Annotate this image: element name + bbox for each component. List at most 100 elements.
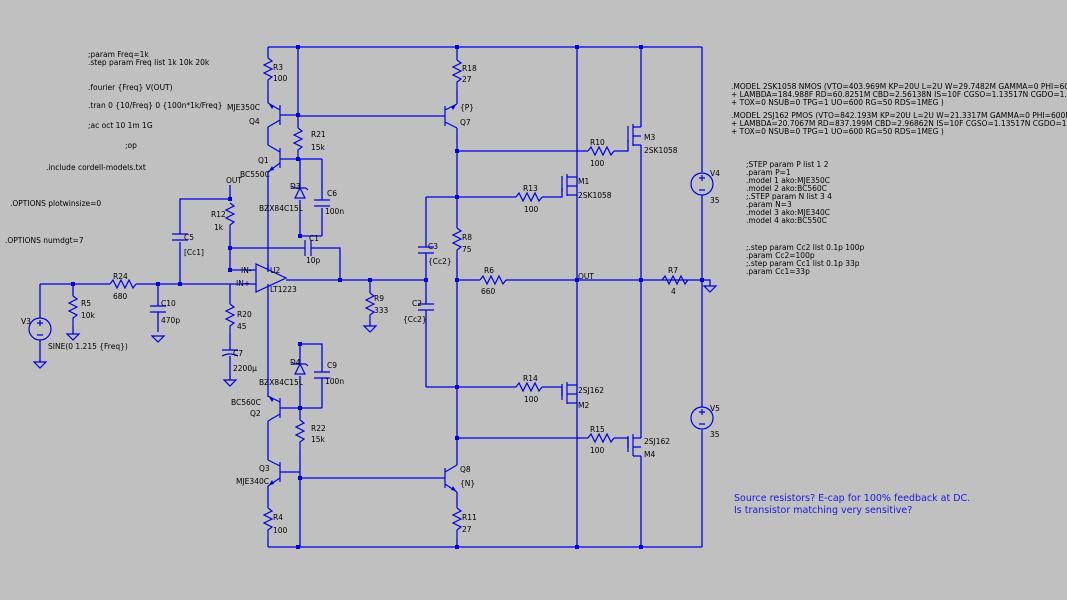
r13-ref: R13	[523, 184, 538, 193]
q3-ref: Q3	[259, 464, 270, 473]
r20-ref: R20	[237, 310, 252, 319]
pmos-model-line-1[interactable]: .MODEL 2SJ162 PMOS (VTO=842.193M KP=20U …	[731, 111, 1067, 120]
capacitor-c2[interactable]	[418, 303, 434, 311]
c6-value: 100n	[325, 207, 344, 216]
ground-v3	[32, 361, 48, 369]
step-block-line-1[interactable]: ;STEP param P list 1 2	[746, 160, 829, 169]
junction	[296, 545, 300, 549]
r8-ref: R8	[462, 233, 472, 242]
m1-model: 2SK1058	[578, 191, 612, 200]
step-block-line-5[interactable]: ;.STEP param N list 3 4	[746, 192, 832, 201]
resistor-r13[interactable]	[515, 191, 543, 203]
r18-ref: R18	[462, 64, 477, 73]
resistor-r18[interactable]	[451, 59, 463, 90]
resistor-r11[interactable]	[451, 507, 463, 538]
resistor-r15[interactable]	[587, 432, 615, 444]
resistor-r4[interactable]	[262, 507, 274, 538]
out-label-right: OUT	[578, 272, 594, 281]
directive-tran[interactable]: .tran 0 {10/Freq} 0 {100n*1k/Freq}	[88, 101, 223, 110]
note-line-1[interactable]: Source resistors? E-cap for 100% feedbac…	[734, 493, 970, 504]
resistor-r5[interactable]	[67, 295, 79, 326]
capacitor-c9[interactable]	[314, 371, 330, 379]
capacitor-c10[interactable]	[150, 305, 166, 313]
cc-block-line-1[interactable]: ;.step param Cc2 list 0.1p 100p	[746, 243, 865, 252]
transistor-q4[interactable]	[267, 102, 281, 128]
mosfet-m3[interactable]	[627, 124, 641, 146]
cc-block-line-4[interactable]: .param Cc1=33p	[746, 267, 810, 276]
voltage-source-v5[interactable]	[690, 406, 714, 430]
capacitor-c7[interactable]	[221, 349, 239, 357]
supply-section: V4 35 V5 35	[690, 47, 720, 547]
resistor-r9[interactable]	[364, 292, 376, 322]
ground-r9	[362, 325, 378, 333]
c1-value: 10p	[306, 256, 321, 265]
nmos-model-line-3[interactable]: + TOX=0 NSUB=0 TPG=1 UO=600 RG=50 RDS=1M…	[731, 98, 944, 107]
resistor-r7[interactable]	[661, 274, 689, 286]
v4-value: 35	[710, 196, 720, 205]
m3-ref: M3	[644, 133, 655, 142]
d3-model: BZX84C15L	[259, 204, 304, 213]
transistor-q3[interactable]	[267, 459, 281, 487]
mosfet-m2[interactable]	[561, 382, 577, 404]
step-block-line-3[interactable]: .model 1 ako:MJE350C	[746, 176, 830, 185]
zener-d4[interactable]	[291, 361, 309, 375]
resistor-r20[interactable]	[224, 303, 236, 334]
r10-ref: R10	[590, 138, 605, 147]
c5-value: [Cc1]	[184, 248, 204, 257]
pmos-model-line-3[interactable]: + TOX=0 NSUB=0 TPG=1 UO=600 RG=50 RDS=1M…	[731, 127, 944, 136]
q4-model: MJE350C	[227, 103, 260, 112]
transistor-q2[interactable]	[267, 395, 281, 422]
resistor-r14[interactable]	[515, 381, 543, 393]
step-block-line-4[interactable]: .model 2 ako:BC560C	[746, 184, 827, 193]
note-line-2[interactable]: Is transistor matching very sensitive?	[734, 505, 912, 516]
resistor-r22[interactable]	[294, 419, 306, 450]
r3-value: 100	[273, 74, 288, 83]
resistor-r8[interactable]	[451, 227, 463, 258]
transistor-q7[interactable]	[444, 103, 458, 129]
cc-block-line-3[interactable]: ;.step param Cc1 list 0.1p 33p	[746, 259, 860, 268]
models-group: .MODEL 2SK1058 NMOS (VTO=403.969M KP=20U…	[731, 82, 1067, 276]
voltage-source-v4[interactable]	[690, 172, 714, 196]
directive-plotwinsize[interactable]: .OPTIONS plotwinsize=0	[10, 199, 101, 208]
step-block-line-2[interactable]: .param P=1	[746, 168, 791, 177]
resistor-r21[interactable]	[292, 127, 304, 158]
directive-step-freq[interactable]: .step param Freq list 1k 10k 20k	[88, 58, 210, 67]
q3-model: MJE340C	[236, 477, 269, 486]
directive-include[interactable]: .include cordell-models.txt	[46, 163, 146, 172]
resistor-r3[interactable]	[262, 57, 274, 90]
mosfet-m1[interactable]	[561, 174, 577, 196]
directive-numdgt[interactable]: .OPTIONS numdgt=7	[5, 236, 84, 245]
voltage-source-v3[interactable]	[28, 317, 52, 341]
step-block-line-8[interactable]: .model 4 ako:BC550C	[746, 216, 827, 225]
step-block-line-6[interactable]: .param N=3	[746, 200, 792, 209]
resistor-r12[interactable]	[224, 202, 236, 232]
m3-model: 2SK1058	[644, 146, 678, 155]
pmos-model-line-2[interactable]: + LAMBDA=20.7067M RD=837.199M CBD=2.9686…	[731, 119, 1067, 128]
capacitor-c1[interactable]	[304, 240, 312, 256]
resistor-r10[interactable]	[587, 145, 615, 157]
resistor-r24[interactable]	[109, 278, 137, 290]
capacitor-c5[interactable]	[172, 233, 188, 241]
d3-ref: D3	[290, 182, 301, 191]
nmos-model-line-2[interactable]: + LAMBDA=184.988F RD=60.8251M CBD=2.5613…	[731, 90, 1067, 99]
c5-ref: C5	[184, 233, 194, 242]
directive-ac[interactable]: ;ac oct 10 1m 1G	[88, 121, 153, 130]
directive-fourier[interactable]: .fourier {Freq} V(OUT)	[88, 83, 173, 92]
capacitor-c6[interactable]	[314, 199, 330, 207]
in-minus-label: IN-	[241, 266, 252, 275]
zener-d3[interactable]	[291, 185, 309, 199]
m2-ref: M2	[578, 401, 589, 410]
resistor-r6[interactable]	[479, 274, 507, 286]
cc-block-line-2[interactable]: .param Cc2=100p	[746, 251, 815, 260]
opamp-u2[interactable]	[255, 263, 288, 293]
transistor-q8[interactable]	[444, 464, 458, 493]
nmos-model-line-1[interactable]: .MODEL 2SK1058 NMOS (VTO=403.969M KP=20U…	[731, 82, 1067, 91]
transistor-q1[interactable]	[267, 144, 281, 173]
capacitor-c3[interactable]	[418, 246, 434, 254]
mosfet-m4[interactable]	[627, 434, 641, 457]
directive-param-freq[interactable]: ;param Freq=1k	[88, 50, 149, 59]
c9-ref: C9	[327, 361, 337, 370]
directive-op[interactable]: ;op	[125, 141, 137, 150]
step-block-line-7[interactable]: .model 3 ako:MJE340C	[746, 208, 830, 217]
ground-r5	[65, 333, 81, 341]
